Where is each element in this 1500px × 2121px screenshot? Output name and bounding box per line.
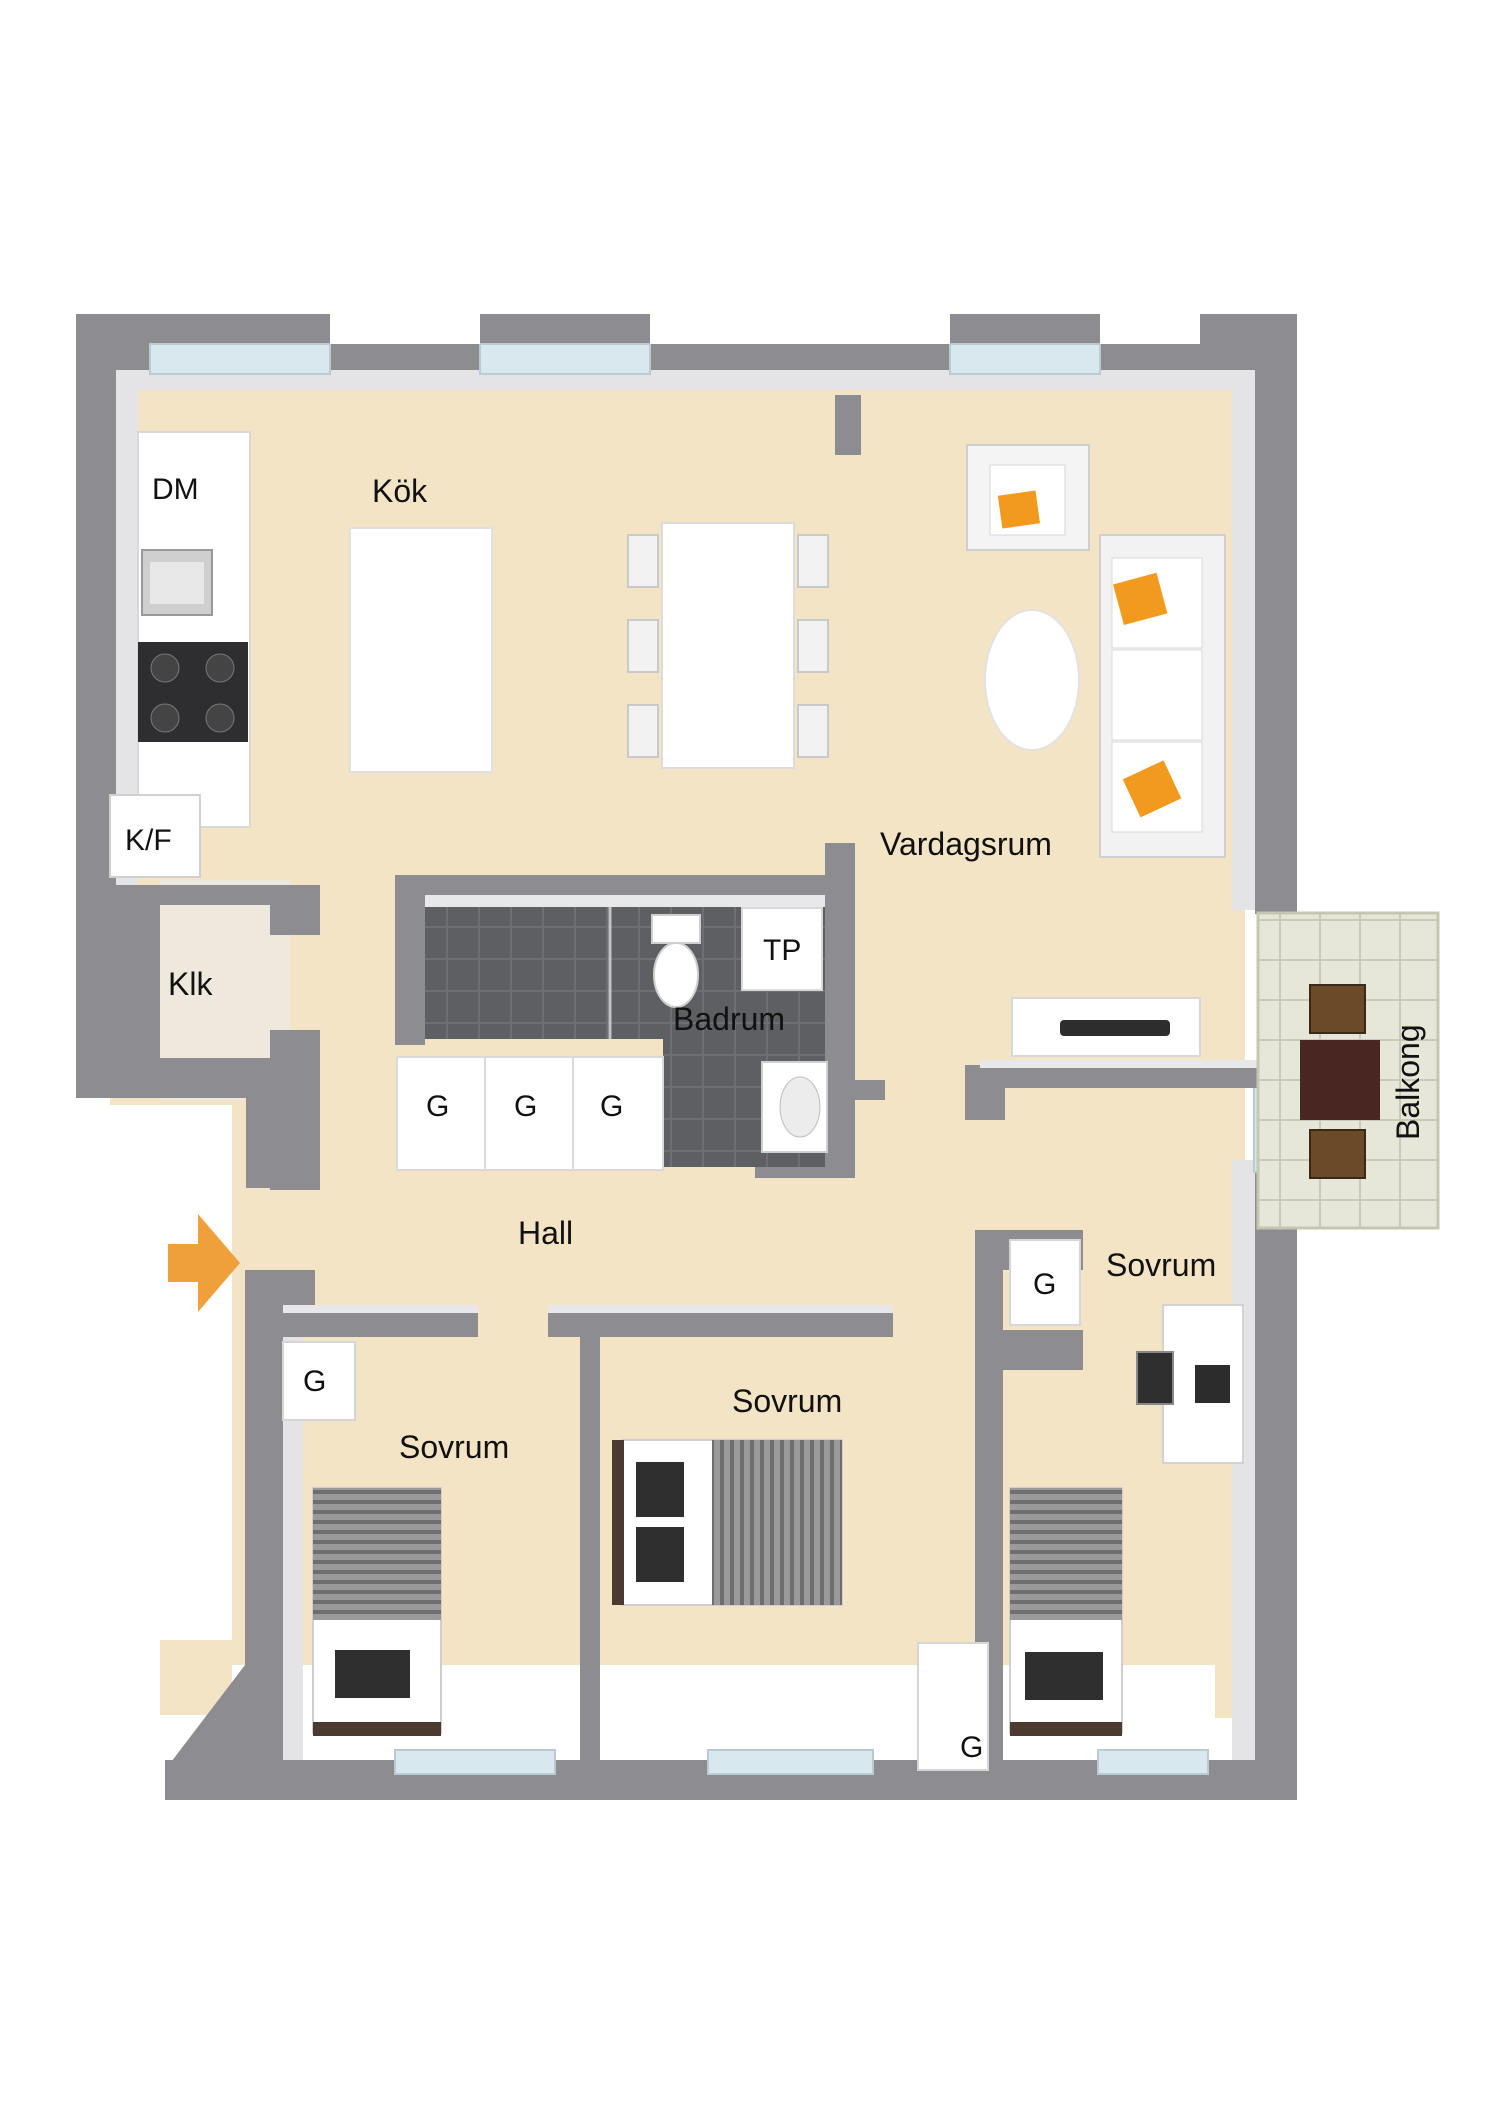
bedroom-right-wardrobe-label: G <box>1033 1268 1056 1301</box>
window <box>149 343 331 375</box>
hall-wardrobes <box>396 1056 664 1171</box>
hall-label: Hall <box>518 1215 573 1251</box>
fridge-freezer-label: K/F <box>125 824 172 857</box>
bed-left <box>312 1487 442 1736</box>
sofa <box>1099 534 1226 858</box>
window <box>479 343 651 375</box>
interior-wall-tops <box>283 895 1260 1313</box>
bedroom-left-label: Sovrum <box>399 1429 509 1465</box>
dining-table <box>627 522 829 769</box>
bedroom-left-wardrobe-label: G <box>303 1365 326 1398</box>
window <box>394 1749 556 1775</box>
washbasin <box>761 1061 828 1153</box>
kitchen-label: Kök <box>372 473 428 509</box>
armchair <box>966 444 1090 551</box>
bedroom-middle-label: Sovrum <box>732 1383 842 1419</box>
laundry-label: TP <box>763 934 801 967</box>
bedroom-middle-wardrobe-label: G <box>960 1731 983 1764</box>
hall-wardrobe-2-label: G <box>514 1090 537 1123</box>
closet-label: Klk <box>168 966 213 1002</box>
bedroom-middle-wardrobe <box>917 1642 989 1771</box>
desk <box>1136 1304 1244 1464</box>
laundry <box>741 907 823 991</box>
bedroom-right-wardrobe <box>1009 1239 1081 1326</box>
hall-wardrobe-1-label: G <box>426 1090 449 1123</box>
balcony-label: Balkong <box>1390 1024 1426 1140</box>
window <box>707 1749 874 1775</box>
kitchen-island <box>349 527 493 773</box>
window <box>949 343 1101 375</box>
bedroom-right-label: Sovrum <box>1106 1247 1216 1283</box>
interior-walls <box>110 395 1260 1772</box>
bedroom-left-wardrobe <box>282 1341 356 1421</box>
bathroom-label: Badrum <box>673 1001 785 1037</box>
hall-wardrobe-3-label: G <box>600 1090 623 1123</box>
bed-right <box>1009 1487 1123 1736</box>
balcony <box>1256 911 1440 1230</box>
fridge-freezer <box>109 794 201 878</box>
bed-middle <box>612 1439 843 1606</box>
dishwasher-label: DM <box>152 473 199 506</box>
living-room-label: Vardagsrum <box>880 826 1052 862</box>
entrance-arrow-icon <box>168 1214 240 1312</box>
coffee-table <box>984 609 1080 751</box>
tv-bench <box>1011 997 1201 1057</box>
toilet <box>651 914 701 1008</box>
window <box>1097 1749 1209 1775</box>
